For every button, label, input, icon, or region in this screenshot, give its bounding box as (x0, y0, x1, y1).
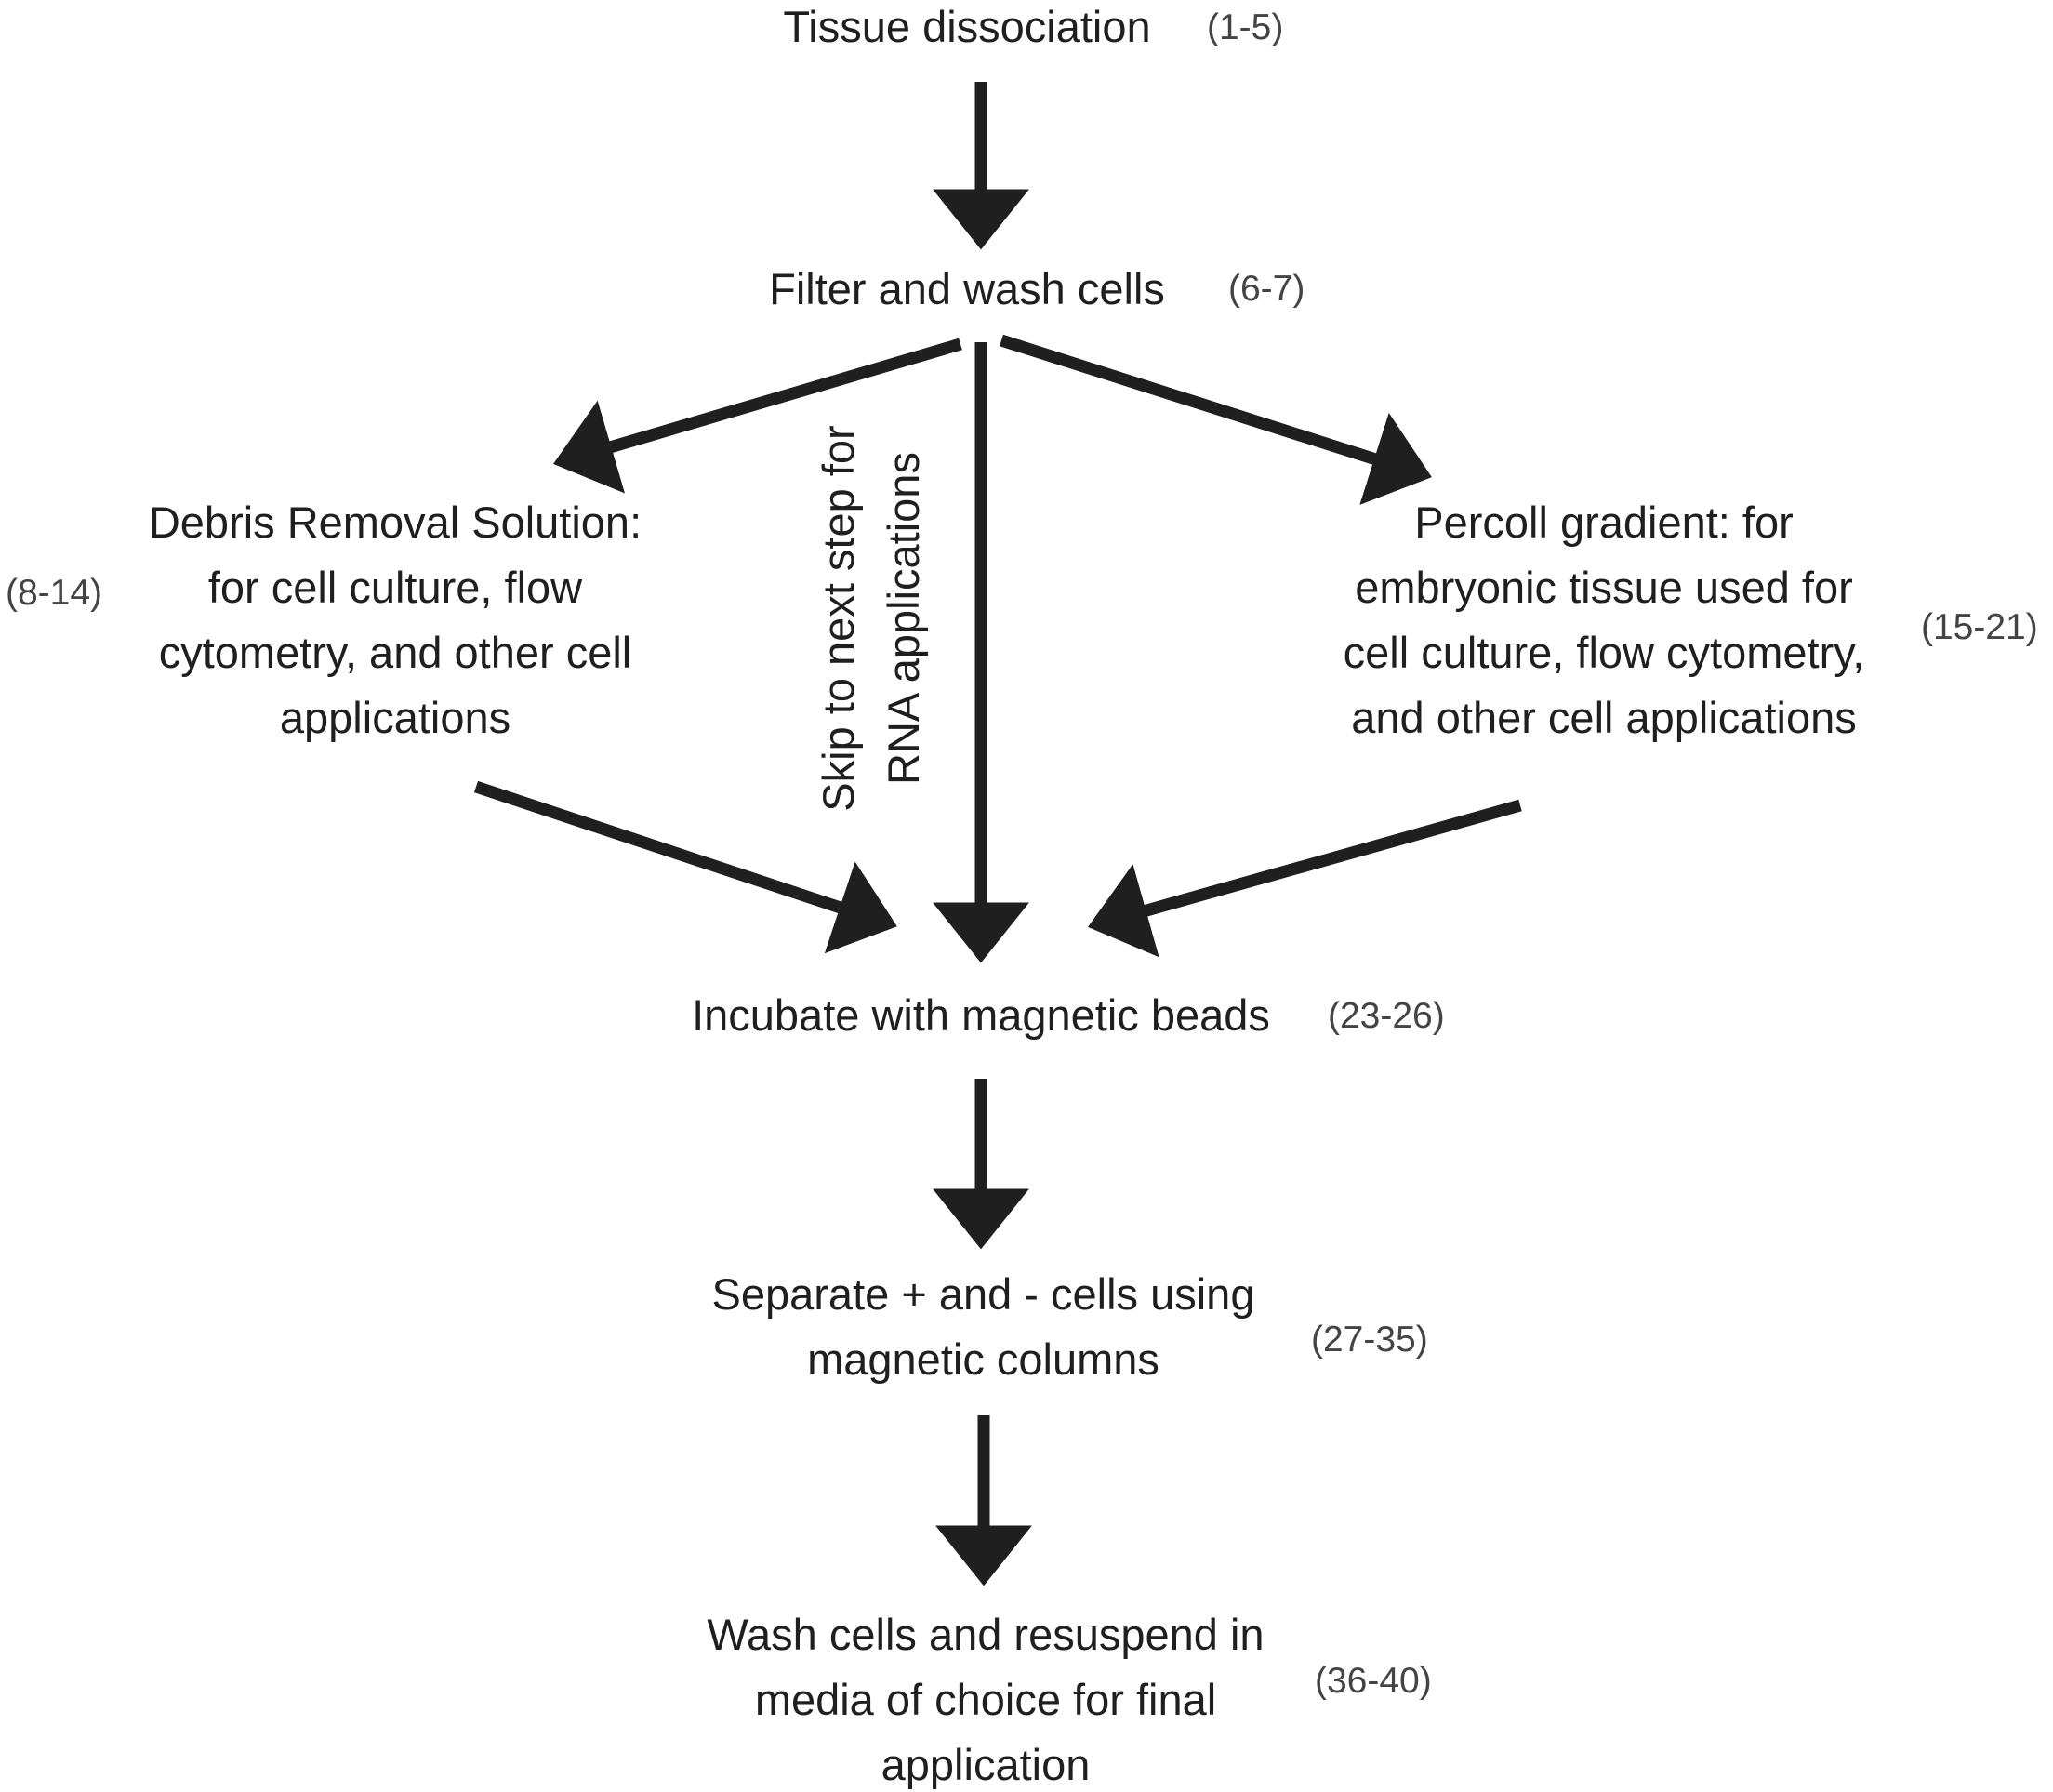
step-tissue-dissociation: Tissue dissociation (783, 2, 1151, 51)
step-incubate-beads: Incubate with magnetic beads (692, 990, 1270, 1040)
step-filter-wash-ref: (6-7) (1228, 269, 1305, 309)
arrow-filter-to-percoll (1000, 334, 1432, 506)
step-debris-removal-ref: (8-14) (6, 573, 103, 613)
arrow-percoll-to-incubate (1087, 799, 1522, 958)
step-separate-cells-ref: (27-35) (1311, 1320, 1428, 1360)
arrow-filter-to-debris (553, 338, 962, 494)
step-incubate-beads-ref: (23-26) (1328, 996, 1445, 1036)
step-tissue-dissociation-ref: (1-5) (1207, 7, 1284, 47)
step-wash-resuspend-ref: (36-40) (1315, 1661, 1432, 1701)
step-wash-resuspend: Wash cells and resuspend in media of cho… (707, 1610, 1265, 1789)
step-debris-removal: Debris Removal Solution: for cell cultur… (148, 498, 642, 742)
arrow-debris-to-incubate (473, 780, 897, 954)
step-percoll-gradient: Percoll gradient: for embryonic tissue u… (1343, 498, 1865, 742)
step-filter-wash: Filter and wash cells (769, 264, 1165, 313)
step-percoll-gradient-ref: (15-21) (1921, 607, 2038, 647)
skip-rna-label: Skip to next step for RNA applications (814, 425, 928, 812)
step-separate-cells: Separate + and - cells using magnetic co… (711, 1269, 1255, 1384)
